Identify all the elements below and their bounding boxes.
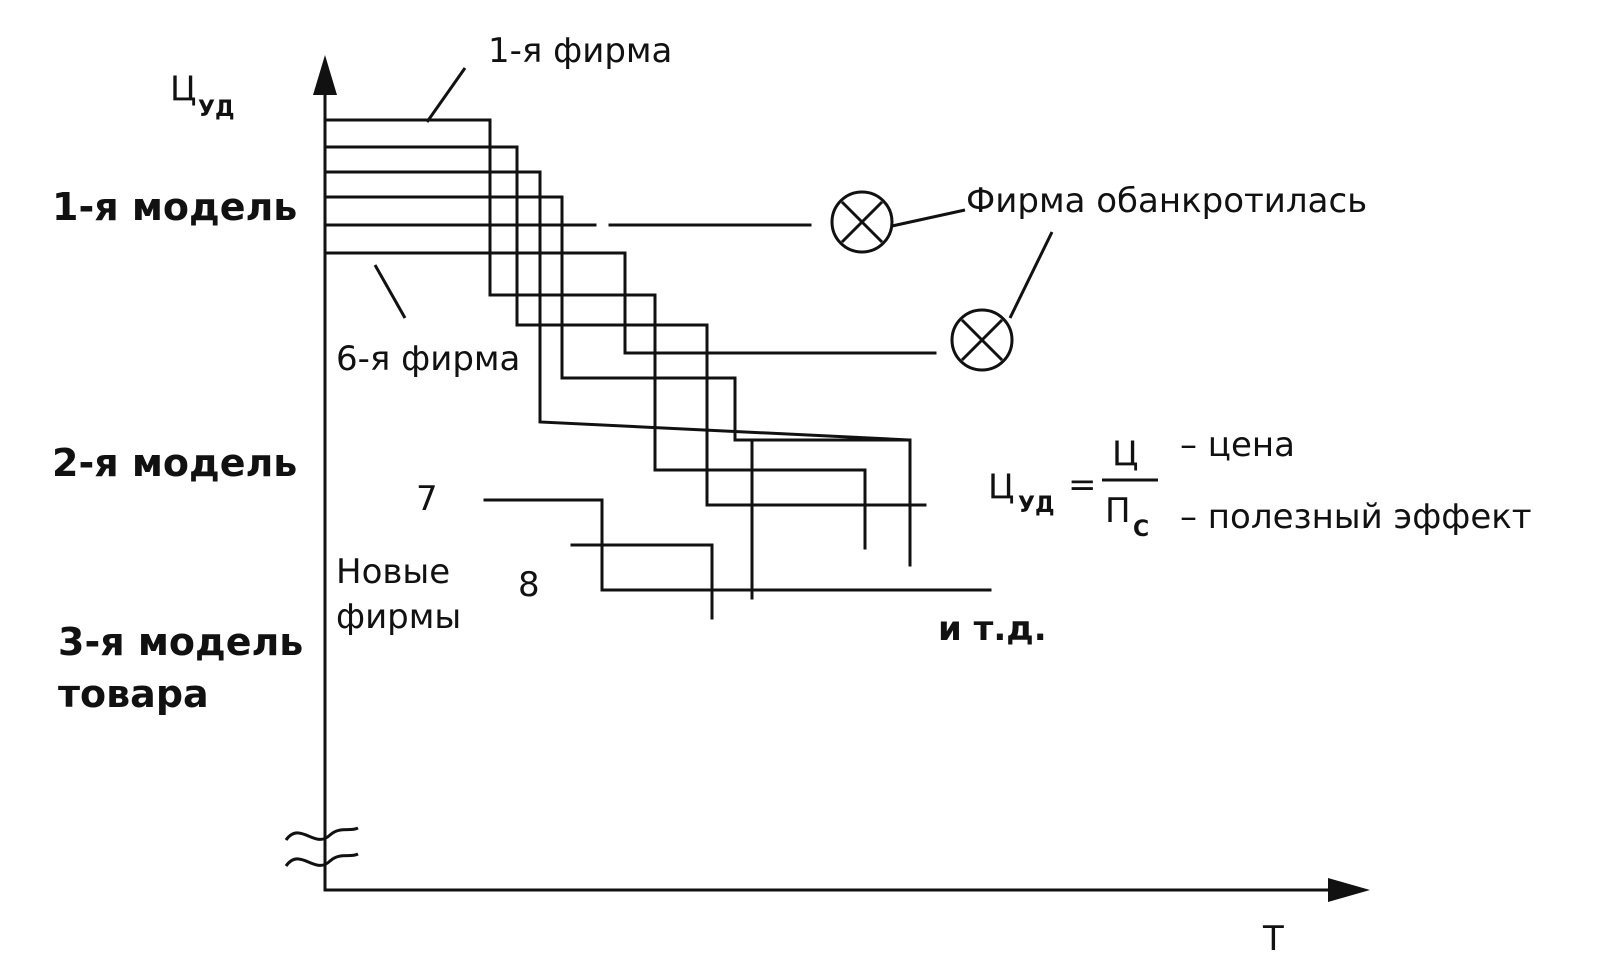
firm-8-label: 8 xyxy=(518,565,540,605)
new-firms-lines xyxy=(483,498,992,620)
bankrupt-leader-1 xyxy=(891,208,966,228)
new-firms-label-line2: фирмы xyxy=(336,597,461,637)
firm-2-line xyxy=(323,145,927,507)
axis-break-icon xyxy=(284,826,359,841)
formula-denominator-main: П xyxy=(1105,491,1131,531)
formula-numerator: Ц xyxy=(1112,434,1138,474)
firm-8-line xyxy=(570,543,714,620)
bankrupt-cross-b xyxy=(840,200,884,244)
bankrupt-circle-icon xyxy=(830,190,894,254)
firm-1-line xyxy=(323,118,867,550)
firm-step-lines xyxy=(323,118,937,600)
etc-label: и т.д. xyxy=(938,609,1047,649)
y-axis-label: Ц УД xyxy=(170,69,235,122)
model-label-3-line2: товара xyxy=(58,672,209,716)
formula-lhs-sub: УД xyxy=(1018,493,1055,518)
formula: Ц УД = Ц П С – цена – полезный эффект xyxy=(988,425,1532,542)
formula-equals: = xyxy=(1068,465,1097,505)
bankrupt-label: Фирма обанкротилась xyxy=(966,181,1367,221)
formula-denominator-sub: С xyxy=(1133,517,1149,542)
bankrupt-cross-d xyxy=(960,318,1004,362)
formula-denominator-note: – полезный эффект xyxy=(1180,497,1532,537)
firm-4-line xyxy=(323,195,912,442)
firm-1-label: 1-я фирма xyxy=(488,31,672,71)
axes xyxy=(284,55,1370,902)
bankrupt-marker-1 xyxy=(830,190,894,254)
firm-6-line xyxy=(323,251,937,355)
y-axis-arrow-icon xyxy=(313,55,337,95)
firm-6-label: 6-я фирма xyxy=(336,339,520,379)
firm-7-line xyxy=(483,498,992,592)
firm-3-line xyxy=(323,170,912,567)
model-label-1: 1-я модель xyxy=(52,185,297,229)
bankrupt-leader-2 xyxy=(1008,231,1054,319)
y-axis-label-sub: УД xyxy=(198,97,235,122)
model-label-2: 2-я модель xyxy=(52,441,297,485)
bankrupt-marker-2 xyxy=(950,308,1014,372)
bankrupt-circle-icon-2 xyxy=(950,308,1014,372)
x-axis-label: Т xyxy=(1262,919,1284,959)
formula-lhs-main: Ц xyxy=(988,467,1014,507)
model-label-3-line1: 3-я модель xyxy=(58,620,303,664)
firm-1-leader xyxy=(425,67,467,123)
firm-6-leader xyxy=(373,264,407,319)
new-firms-label-line1: Новые xyxy=(336,552,450,592)
formula-numerator-note: – цена xyxy=(1180,425,1295,465)
firm-7-label: 7 xyxy=(416,479,438,519)
axis-break-icon-2 xyxy=(284,852,359,867)
x-axis-arrow-icon xyxy=(1328,878,1370,902)
y-axis-label-main: Ц xyxy=(170,69,196,109)
